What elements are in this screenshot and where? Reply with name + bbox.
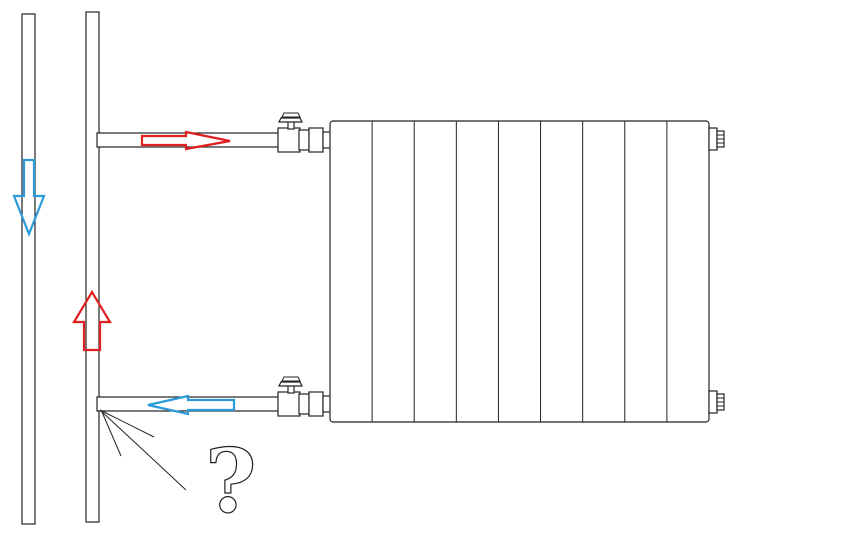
bottom-right-plug	[708, 390, 725, 414]
return-riser-down-arrow	[12, 158, 46, 237]
top-ball-valve	[277, 112, 332, 153]
question-mark-annotation: ?	[205, 429, 257, 533]
bottom-ball-valve	[277, 376, 332, 417]
return-riser-pipe	[21, 13, 36, 525]
supply-branch-pipe	[96, 132, 280, 148]
radiator	[329, 120, 710, 423]
top-right-plug	[708, 127, 725, 151]
supply-riser-pipe	[85, 11, 100, 523]
tee-pointer-lines	[99, 409, 187, 491]
supply-riser-up-arrow	[72, 289, 112, 352]
supply-pipe-right-arrow	[140, 130, 231, 151]
radiator-body	[329, 120, 710, 423]
return-pipe-left-arrow	[147, 394, 236, 416]
